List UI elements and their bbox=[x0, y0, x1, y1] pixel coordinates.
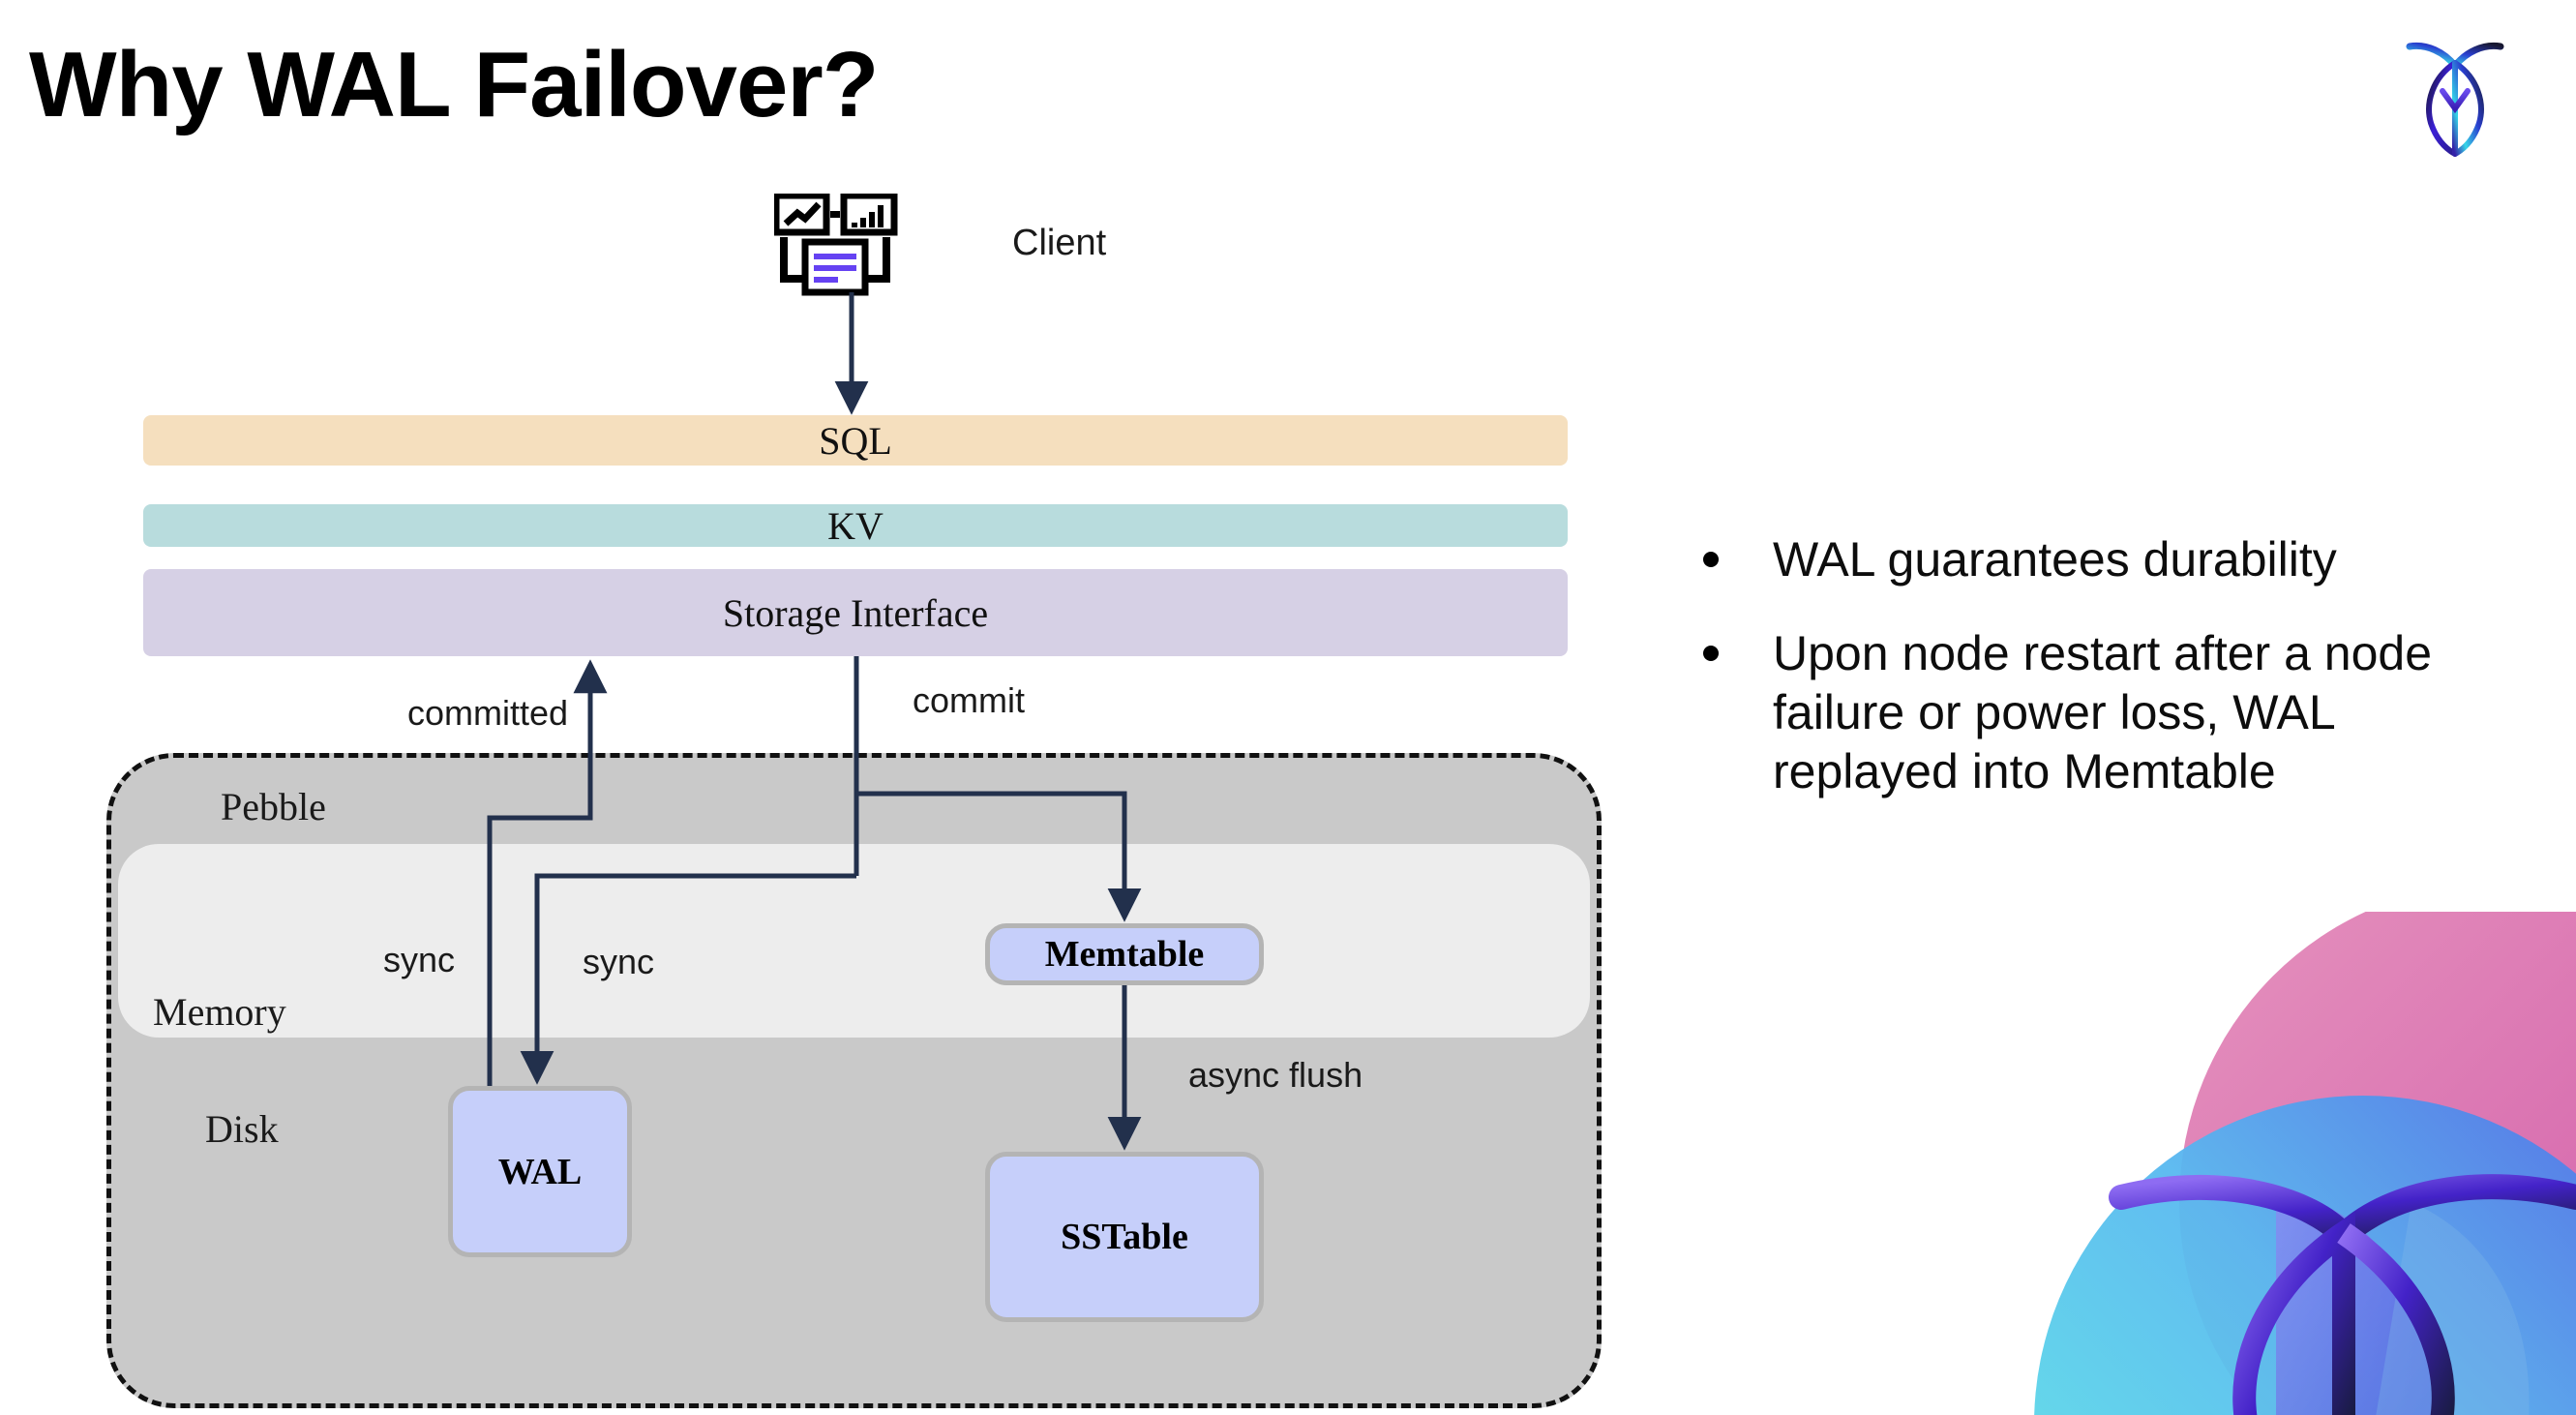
memory-label: Memory bbox=[153, 990, 286, 1034]
pebble-label: Pebble bbox=[221, 785, 326, 828]
bullet-list: WAL guarantees durability Upon node rest… bbox=[1703, 530, 2506, 836]
layer-bar-storage-interface: Storage Interface bbox=[143, 569, 1568, 656]
client-dashboard-icon bbox=[772, 192, 929, 310]
list-item: WAL guarantees durability bbox=[1703, 530, 2506, 589]
edge-label-async-flush: async flush bbox=[1188, 1055, 1363, 1095]
bullet-text: Upon node restart after a node failure o… bbox=[1773, 626, 2433, 798]
disk-label: Disk bbox=[205, 1107, 279, 1151]
page-title: Why WAL Failover? bbox=[29, 33, 879, 136]
decorative-brand-artwork bbox=[1957, 912, 2576, 1415]
edge-label-committed: committed bbox=[407, 693, 569, 733]
node-wal: WAL bbox=[448, 1086, 632, 1257]
list-item: Upon node restart after a node failure o… bbox=[1703, 624, 2506, 801]
client-label: Client bbox=[1012, 223, 1107, 263]
layer-bar-sql: SQL bbox=[143, 415, 1568, 466]
bullet-dot-icon bbox=[1703, 646, 1719, 661]
bullet-text: WAL guarantees durability bbox=[1773, 532, 2337, 587]
node-memtable: Memtable bbox=[985, 923, 1264, 985]
bullet-dot-icon bbox=[1703, 552, 1719, 567]
node-sstable: SSTable bbox=[985, 1152, 1264, 1322]
edge-label-commit: commit bbox=[913, 680, 1025, 720]
cockroachdb-logo bbox=[2402, 31, 2508, 157]
layer-bar-kv: KV bbox=[143, 504, 1568, 548]
memory-region bbox=[118, 844, 1590, 1038]
edge-label-sync-right: sync bbox=[583, 942, 655, 981]
edge-label-sync-left: sync bbox=[383, 940, 456, 979]
